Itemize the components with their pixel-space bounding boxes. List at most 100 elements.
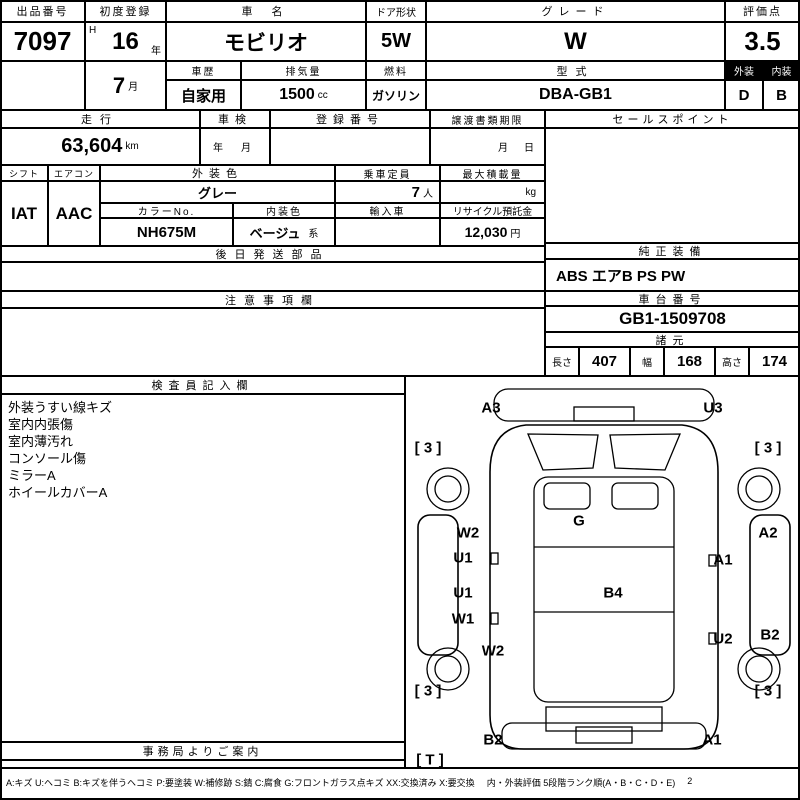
exterior-grade-value: D [725, 80, 763, 110]
office-info-box [0, 760, 405, 768]
damage-mark: [ 3 ] [754, 439, 782, 457]
displacement-label: 排気量 [241, 61, 366, 80]
inspection-value: 年 月 [200, 128, 270, 165]
door-handle-left-front [490, 552, 499, 565]
score-label: 評価点 [725, 0, 800, 22]
exterior-color-label: 外装色 [100, 165, 335, 181]
model-code-label: 型式 [426, 61, 725, 80]
damage-mark: A1 [702, 731, 722, 749]
damage-mark: A1 [713, 551, 733, 569]
first-registration-month-value: 7 [112, 72, 126, 98]
recycle-deposit-label: リサイクル預託金 [440, 203, 545, 218]
inspection-month-unit: 月 [241, 143, 251, 154]
grade-label: グレード [426, 0, 725, 22]
first-registration-label: 初度登録 [85, 0, 166, 22]
spec-label: 諸元 [545, 332, 800, 347]
first-registration-month: 7 月 [85, 61, 166, 110]
inspection-label: 車検 [200, 110, 270, 128]
passenger-seat [611, 482, 659, 510]
front-bumper [493, 388, 715, 422]
transfer-day-unit: 日 [524, 143, 534, 154]
spec-height-value: 174 [749, 347, 800, 376]
windshield-left [527, 433, 599, 471]
recycle-amount: 12,030 [464, 224, 508, 240]
damage-mark: U3 [703, 399, 723, 417]
shift-value: IAT [0, 181, 48, 246]
color-number-label: カラーNo. [100, 203, 233, 218]
rear-plate [575, 726, 633, 744]
auction-number-value: 7097 [0, 22, 85, 61]
inspector-label: 検査員記入欄 [0, 376, 405, 394]
chassis-number-label: 車台番号 [545, 291, 800, 306]
displacement-value: 1500 cc [241, 80, 366, 110]
door-handle-right-front [708, 554, 717, 567]
genuine-equipment-value: ABS エアB PS PW [545, 259, 800, 291]
era-prefix: H [89, 25, 97, 36]
damage-mark: A2 [758, 524, 778, 542]
shift-label: シフト [0, 165, 48, 181]
grade-value: W [426, 22, 725, 61]
max-load-value: kg [440, 181, 545, 203]
sales-point-label: セールスポイント [545, 110, 800, 128]
damage-mark: W2 [456, 524, 480, 542]
displacement-unit: cc [317, 89, 328, 101]
inspector-note: 外装うすい線キズ [8, 400, 113, 415]
legend-rank: 内・外装評価 5段階ランク順(A・B・C・D・E) [486, 778, 676, 788]
office-info-label: 事務局よりご案内 [0, 742, 405, 760]
door-handle-left-rear [490, 612, 499, 625]
damage-mark: B4 [603, 584, 623, 602]
windshield-right [609, 433, 681, 471]
car-history-value: 自家用 [166, 80, 241, 110]
rear-window [545, 706, 663, 732]
car-name-label: 車 名 [166, 0, 366, 22]
aircon-label: エアコン [48, 165, 100, 181]
damage-mark: B2 [760, 626, 780, 644]
damage-mark: [ 3 ] [414, 439, 442, 457]
inspector-note: 室内薄汚れ [8, 434, 74, 449]
side-panel-right [749, 514, 791, 656]
model-code-value: DBA-GB1 [426, 80, 725, 110]
capacity-label: 乗車定員 [335, 165, 440, 181]
mileage-unit: km [125, 141, 139, 152]
max-load-label: 最大積載量 [440, 165, 545, 181]
car-history-label: 車歴 [166, 61, 241, 80]
car-top-view-drawing [417, 388, 791, 750]
import-label: 輸入車 [335, 203, 440, 218]
later-parts-box [0, 262, 545, 291]
recycle-unit: 円 [510, 228, 521, 240]
damage-mark: U1 [453, 549, 473, 567]
cabin-outline [533, 476, 675, 703]
damage-mark: G [573, 512, 585, 530]
interior-color-label: 内装色 [233, 203, 335, 218]
inspector-note: ミラーA [8, 468, 56, 483]
wheel-rear-left [426, 647, 470, 691]
rear-bumper [501, 722, 707, 750]
damage-mark: A3 [481, 399, 501, 417]
caution-label: 注意事項欄 [0, 291, 545, 308]
spec-width-value: 168 [664, 347, 715, 376]
inspector-note: 室内内張傷 [8, 417, 74, 432]
car-name-value: モビリオ [166, 22, 366, 61]
recycle-deposit-value: 12,030 円 [440, 218, 545, 246]
capacity-unit: 人 [423, 188, 433, 200]
transfer-deadline-label: 譲渡書類期限 [430, 110, 545, 128]
interior-color-name: ベージュ [249, 225, 301, 241]
door-shape-value: 5W [366, 22, 426, 61]
wheel-front-left [426, 467, 470, 511]
page-number: 2 [687, 776, 693, 786]
fuel-label: 燃料 [366, 61, 426, 80]
registration-number-label: 登録番号 [270, 110, 430, 128]
fuel-value: ガソリン [366, 80, 426, 110]
score-value: 3.5 [725, 22, 800, 61]
color-number-value: NH675M [100, 218, 233, 246]
damage-mark: [ 3 ] [754, 682, 782, 700]
damage-mark: W1 [451, 610, 475, 628]
import-value [335, 218, 440, 246]
later-parts-label: 後日発送部品 [0, 246, 545, 262]
door-shape-label: ドア形状 [366, 0, 426, 22]
mileage-number: 63,604 [61, 135, 123, 157]
transfer-deadline-value: 月 日 [430, 128, 545, 165]
interior-color-suffix: 系 [308, 228, 319, 240]
